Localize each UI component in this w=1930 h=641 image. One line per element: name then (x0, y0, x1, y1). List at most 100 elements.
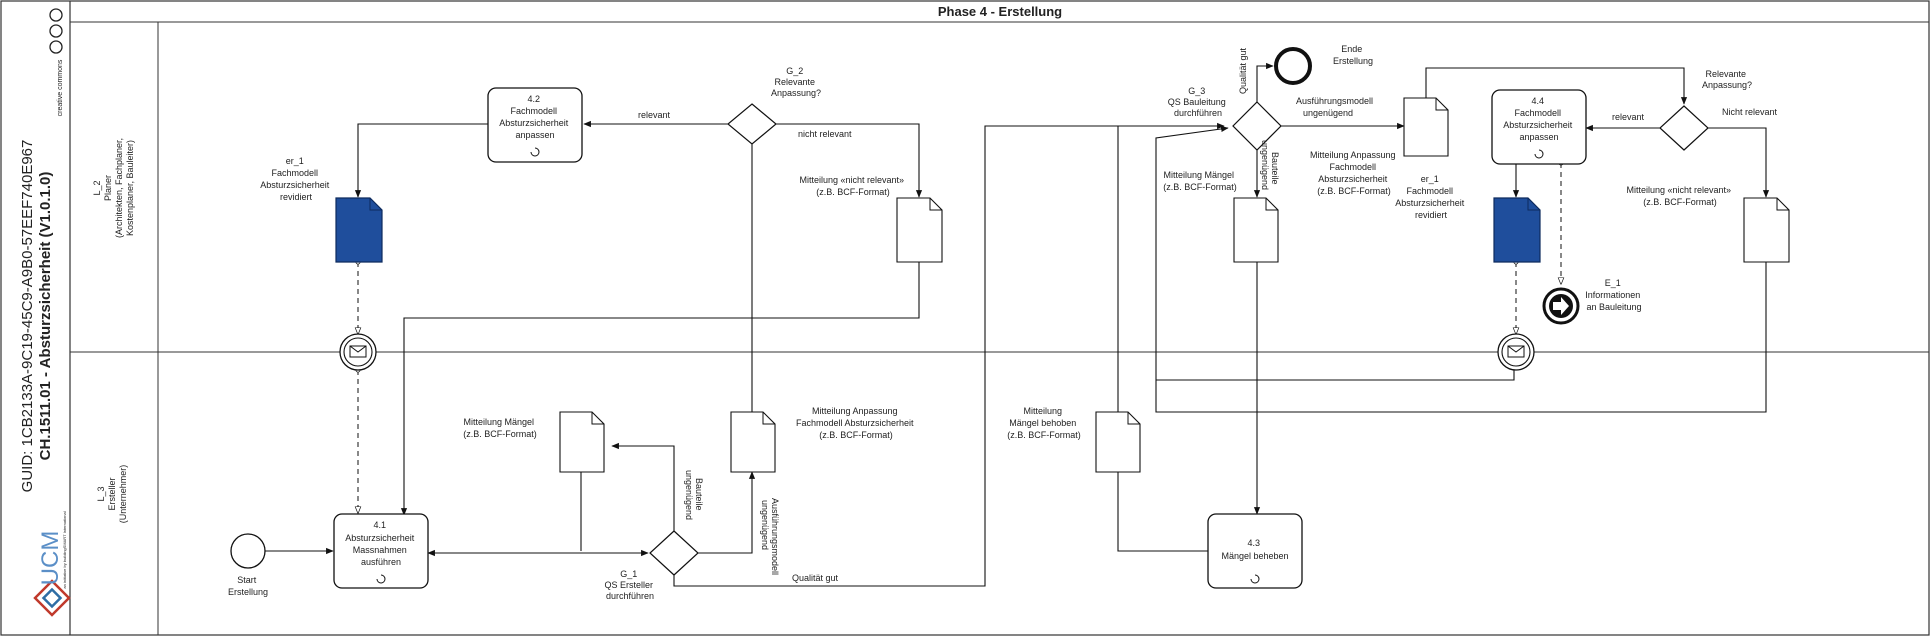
gateway-label: Relevante (1705, 69, 1746, 79)
data-object-behoben[interactable]: Mitteilung Mängel behoben (z.B. BCF-Form… (1007, 406, 1141, 473)
doc-label: Absturzsicherheit (1318, 174, 1388, 184)
gateway-label: Anpassung? (771, 88, 821, 98)
gateway-id: G_3 (1188, 86, 1205, 96)
data-object-maengel-2[interactable]: Mitteilung Mängel (z.B. BCF-Format) (1163, 170, 1279, 263)
gateway-label: durchführen (606, 591, 654, 601)
doc-label: Mitteilung Mängel (463, 417, 534, 427)
gateway-label: Relevante (774, 77, 815, 87)
license-badge: creative commons (49, 8, 64, 116)
label-qualitaet-gut-1: Qualität gut (792, 573, 839, 583)
event-label: Start (237, 575, 257, 585)
svg-text:Mitteilung Anpassung Fac: Mitteilung Anpassung Fachmodell Absturzs… (1310, 150, 1398, 196)
svg-text:G_2 Relevante Anpa: G_2 Relevante Anpassung? (771, 66, 821, 98)
data-object-anpassung-1[interactable]: Mitteilung Anpassung Fachmodell Absturzs… (730, 406, 916, 473)
gateway-g3[interactable]: G_3 QS Bauleitung durchführen (1168, 86, 1282, 151)
gateway-label: QS Ersteller (604, 580, 653, 590)
flow-4-2-to-er1[interactable] (354, 123, 488, 198)
lane-detail: Kostenplaner, Bauleiter) (125, 140, 135, 236)
lane-id: L_3 (96, 486, 106, 501)
message-flows (358, 163, 1561, 513)
flow-g2-nicht-relevant[interactable] (776, 123, 923, 198)
label-ungenuegend-b2: ungenügend (684, 470, 694, 520)
lane-label-planer: L_2 Planer (Architekten, Fachplaner, Kos… (92, 138, 135, 238)
process-guid: GUID: 1CB2133A-9C19-45C9-A9B0-57EEF740E9… (19, 140, 36, 493)
data-object-nicht-relevant-2[interactable]: Mitteilung «nicht relevant» (z.B. BCF-Fo… (1626, 185, 1790, 263)
event-label: Ende (1341, 44, 1362, 54)
label-ungenuegend-v: ungenügend (760, 500, 770, 550)
doc-label: Mitteilung (1023, 406, 1062, 416)
loop-icon (1534, 149, 1544, 159)
license-text: creative commons (57, 59, 64, 116)
task-id: 4.1 (373, 520, 386, 530)
logo-text: UCM (37, 531, 64, 586)
label-relevant-1: relevant (638, 110, 671, 120)
sa-icon (49, 40, 63, 54)
doc-label: Mitteilung «nicht relevant» (1626, 185, 1731, 195)
flow-g4-nicht-relevant[interactable] (1708, 127, 1770, 198)
logo-tagline: an initiative by buildingSMART Internati… (62, 511, 67, 588)
svg-text:Ende Erstellung: Ende Erstellung (1333, 44, 1373, 66)
svg-text:4.4 Fachmodell Abs: 4.4 Fachmodell Absturzsicherheit anpasse… (1503, 96, 1575, 142)
doc-label: Mitteilung Anpassung (1310, 150, 1396, 160)
flow-nicht-relevant-to-4-1[interactable] (400, 262, 920, 516)
label-ungenuegend: ungenügend (1303, 108, 1353, 118)
task-4-4[interactable]: 4.4 Fachmodell Absturzsicherheit anpasse… (1491, 89, 1587, 165)
arrow-icon (1553, 297, 1569, 315)
flow-g3-to-end[interactable] (1256, 62, 1274, 102)
doc-label: Absturzsicherheit (260, 180, 330, 190)
flow-4-3-to-behoben[interactable] (1114, 439, 1208, 552)
data-object-anpassung-2[interactable]: Mitteilung Anpassung Fachmodell Absturzs… (1310, 97, 1449, 196)
process-title: CH.1511.01 - Absturzsicherheit (V1.0.1.0… (37, 172, 54, 461)
label-ausfuehrungsmodell: Ausführungsmodell (1296, 96, 1373, 106)
doc-label: revidiert (1415, 210, 1448, 220)
task-4-1[interactable]: 4.1 Absturzsicherheit Massnahmen ausführ… (333, 513, 429, 589)
flow-g1-ausfuehrung[interactable] (696, 471, 756, 554)
task-label-line: Fachmodell (510, 106, 557, 116)
message-event-left[interactable] (339, 333, 377, 371)
flow-g1-bauteile[interactable] (611, 442, 675, 531)
label-relevant-2: relevant (1612, 112, 1645, 122)
label-bauteile-1: Bauteile (1270, 152, 1280, 185)
event-label: E_1 (1605, 278, 1621, 288)
doc-label: Fachmodell (1406, 186, 1453, 196)
end-event-e1[interactable]: E_1 Informationen an Bauleitung (1542, 278, 1643, 325)
phase-title: Phase 4 - Erstellung (938, 4, 1062, 19)
flow-nicht-relevant-2-back[interactable] (1155, 125, 1767, 413)
data-object-nicht-relevant-1[interactable]: Mitteilung «nicht relevant» (z.B. BCF-Fo… (799, 175, 943, 263)
task-4-2[interactable]: 4.2 Fachmodell Absturzsicherheit anpasse… (487, 87, 583, 163)
lane-id: L_2 (92, 180, 102, 195)
svg-text:er_1 Fachmodell Ab: er_1 Fachmodell Absturzsicherheit revidi… (260, 156, 332, 202)
loop-icon (530, 147, 540, 157)
data-object-er1-left[interactable]: er_1 Fachmodell Absturzsicherheit revidi… (260, 156, 383, 263)
gateway-g1[interactable]: G_1 QS Ersteller durchführen (604, 530, 699, 601)
data-object-er1-right[interactable]: er_1 Fachmodell Absturzsicherheit revidi… (1395, 174, 1541, 263)
data-object-maengel-1[interactable]: Mitteilung Mängel (z.B. BCF-Format) (463, 411, 605, 473)
svg-text:G_3 QS Bauleitung: G_3 QS Bauleitung durchführen (1168, 86, 1229, 118)
by-icon (49, 24, 63, 38)
task-4-3[interactable]: 4.3 Mängel beheben (1207, 513, 1303, 589)
end-event[interactable]: Ende Erstellung (1274, 44, 1373, 85)
doc-label: Mitteilung «nicht relevant» (799, 175, 904, 185)
svg-text:Mitteilung Mängel behobe: Mitteilung Mängel behoben (z.B. BCF-Form… (1007, 406, 1081, 440)
label-bauteile-2: Bauteile (694, 478, 704, 511)
task-id: 4.3 (1247, 538, 1260, 548)
start-event[interactable]: Start Erstellung (228, 533, 268, 597)
doc-label: (z.B. BCF-Format) (819, 430, 893, 440)
gateway-label: durchführen (1174, 108, 1222, 118)
gateway-g2[interactable]: G_2 Relevante Anpassung? (727, 66, 821, 145)
task-label-line: Absturzsicherheit (345, 533, 415, 543)
doc-label: revidiert (280, 192, 313, 202)
flow-ausfuehrung-to-g4[interactable] (1425, 67, 1688, 105)
loop-icon (376, 574, 386, 584)
svg-text:Mitteilung Mängel (z.B.: Mitteilung Mängel (z.B. BCF-Format) (1163, 170, 1237, 192)
flow-message-right-back[interactable] (1156, 366, 1515, 381)
doc-label: er_1 (1421, 174, 1439, 184)
gateway-g4[interactable]: Relevante Anpassung? (1659, 69, 1752, 151)
svg-text:Mitteilung Anpassung Fac: Mitteilung Anpassung Fachmodell Absturzs… (796, 406, 916, 440)
label-nicht-relevant-1: nicht relevant (798, 129, 852, 139)
message-event-right[interactable] (1497, 333, 1535, 371)
flow-g1-qualitaet-gut[interactable] (673, 122, 1225, 587)
lane-role: Ersteller (107, 477, 117, 510)
svg-text:Start Erstellung: Start Erstellung (228, 575, 268, 597)
